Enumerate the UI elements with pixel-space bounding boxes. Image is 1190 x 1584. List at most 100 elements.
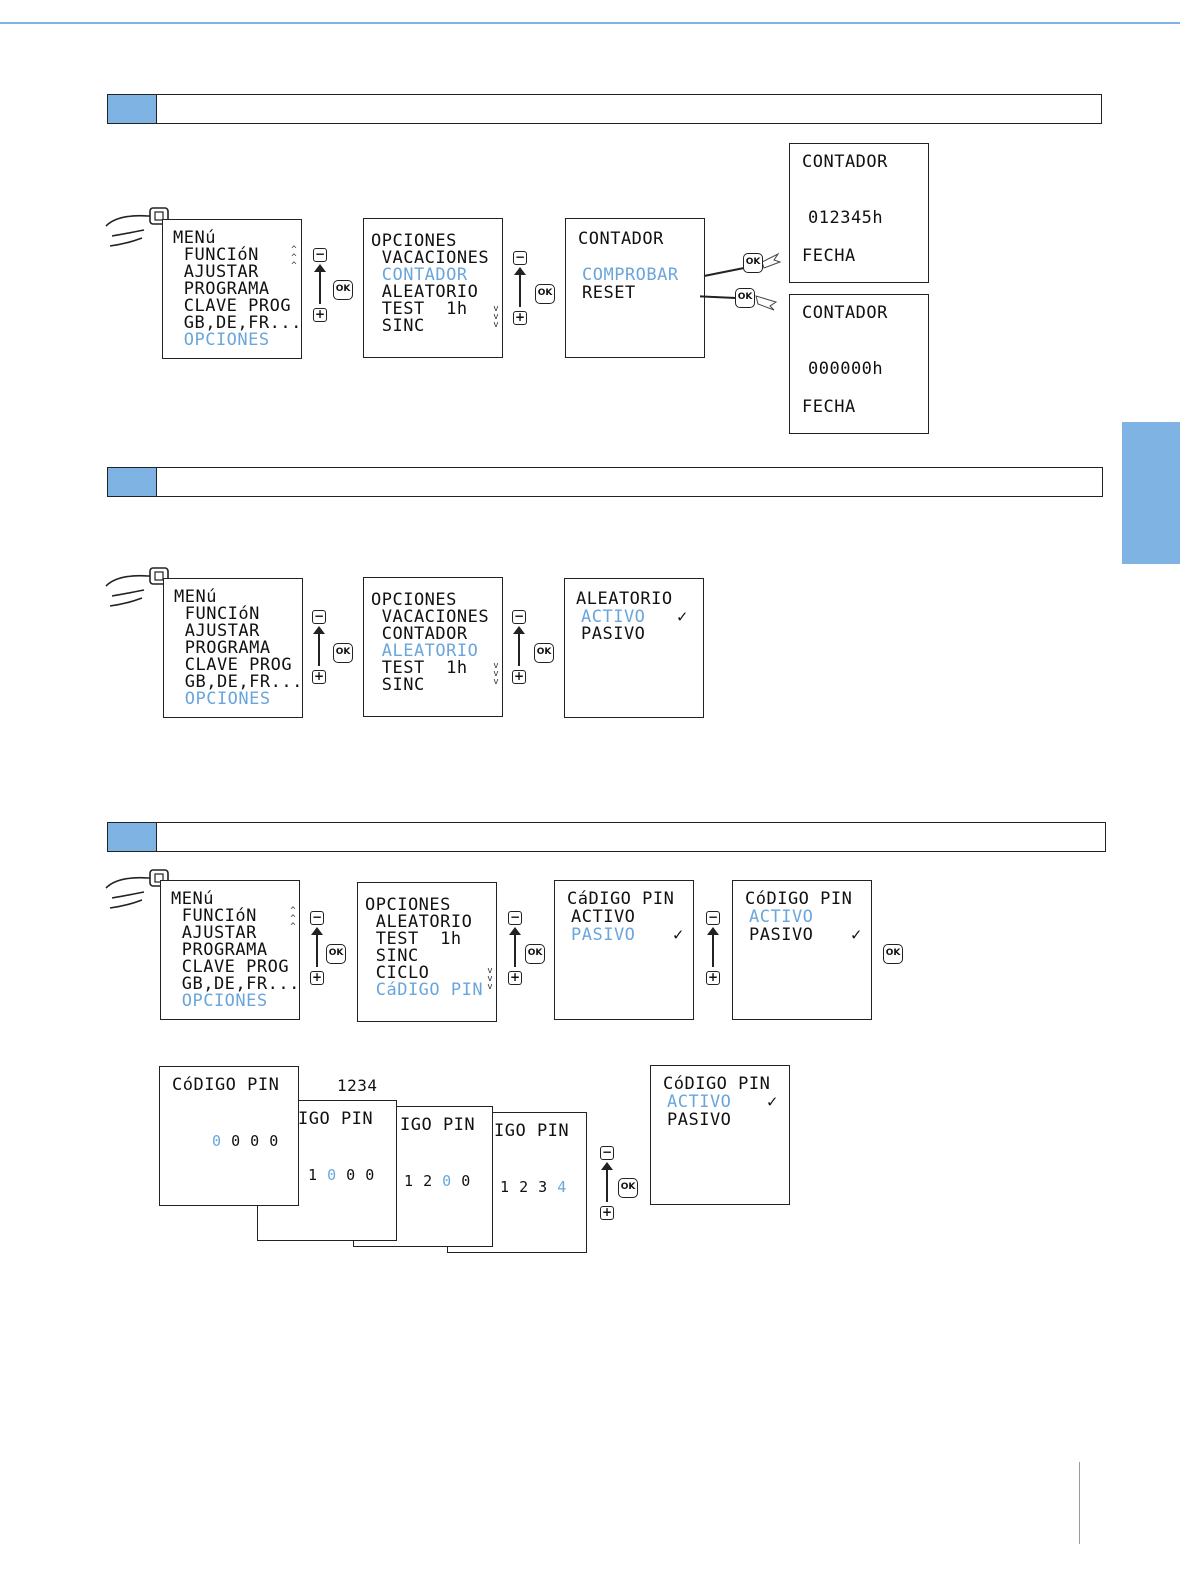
- up-arrow-icon: [313, 626, 325, 634]
- contador-check-option: COMPROBAR: [582, 265, 679, 285]
- contador-date-label: FECHA: [802, 246, 856, 266]
- menu-line: PROGRAMA: [173, 279, 270, 299]
- menu-line-selected: OPCIONES: [173, 330, 270, 350]
- opciones-line-selected: CONTADOR: [371, 265, 468, 285]
- checkmark-icon: ✓: [673, 925, 684, 945]
- pin-digit: 2: [423, 1172, 433, 1190]
- minus-plus-navigator: −+: [511, 251, 531, 327]
- section-header-contador: [107, 94, 1102, 124]
- menu-line: CLAVE PROG: [171, 957, 290, 977]
- plus-button-icon: +: [310, 970, 324, 985]
- minus-plus-navigator: −+: [510, 610, 530, 686]
- top-rule: [0, 22, 1180, 24]
- lcd-contador-reset: CONTADOR 000000h FECHA: [789, 294, 929, 434]
- minus-plus-navigator: −+: [308, 911, 328, 987]
- pin-title: CóDIGO PIN: [172, 1075, 280, 1095]
- up-arrow-icon: [513, 626, 525, 634]
- pin-code-caption: 1234: [337, 1076, 378, 1095]
- contador-title: CONTADOR: [802, 303, 888, 323]
- pin-title: IGO PIN: [298, 1109, 374, 1129]
- pin-digit: 3: [538, 1178, 548, 1196]
- pin-title: IGO PIN: [400, 1115, 476, 1135]
- lcd-opciones: OPCIONES VACACIONES CONTADOR ALEATORIO T…: [363, 218, 503, 358]
- lcd-aleatorio: ALEATORIO ACTIVO ✓ PASIVO: [564, 578, 704, 718]
- menu-line: CLAVE PROG: [173, 296, 292, 316]
- pin-passive-option: PASIVO: [749, 925, 814, 945]
- menu-line: MENú: [173, 228, 216, 248]
- lcd-pin-active: CóDIGO PIN ACTIVO ✓ PASIVO: [650, 1065, 790, 1205]
- minus-plus-navigator: −+: [598, 1146, 618, 1222]
- minus-button-icon: −: [706, 910, 720, 925]
- section-header-codigo-pin: [107, 822, 1106, 852]
- section-tab: [108, 468, 157, 496]
- minus-plus-navigator: −+: [310, 610, 330, 686]
- up-arrow-icon: [311, 927, 323, 935]
- pin-title: CóDIGO PIN: [663, 1074, 771, 1094]
- section-tab: [108, 823, 157, 851]
- pin-digit-active: 0: [442, 1172, 452, 1190]
- ok-button-icon: OK: [333, 643, 353, 663]
- menu-line: FUNCIóN: [174, 604, 260, 624]
- menu-line: PROGRAMA: [171, 940, 268, 960]
- pin-digit: 1: [404, 1172, 414, 1190]
- opciones-line-selected: CáDIGO PIN: [365, 980, 484, 1000]
- minus-button-icon: −: [600, 1145, 614, 1160]
- pin-digits: 1 2 3 4: [500, 1179, 567, 1196]
- menu-line: AJUSTAR: [171, 923, 257, 943]
- up-arrow-icon: [707, 927, 719, 935]
- contador-value: 012345h: [808, 208, 884, 228]
- pin-digit-active: 0: [212, 1132, 222, 1150]
- opciones-line: SINC: [365, 946, 419, 966]
- pin-passive-option: PASIVO: [571, 925, 636, 945]
- menu-line: FUNCIóN: [173, 245, 259, 265]
- lcd-pin-active-select: CóDIGO PIN ACTIVO PASIVO ✓: [732, 880, 872, 1020]
- lcd-contador-check: CONTADOR 012345h FECHA: [789, 143, 929, 283]
- ok-button-icon: OK: [534, 643, 554, 663]
- lcd-pin-passive: CáDIGO PIN ACTIVO PASIVO ✓: [554, 880, 694, 1020]
- ok-button-icon: OK: [535, 284, 555, 304]
- lcd-pin-step-1: CóDIGO PIN 0 0 0 0: [159, 1066, 299, 1206]
- lcd-contador: CONTADOR COMPROBAR RESET: [565, 218, 705, 358]
- opciones-line: VACACIONES: [371, 248, 490, 268]
- pin-digit-active: 4: [557, 1178, 567, 1196]
- checkmark-icon: ✓: [851, 925, 862, 945]
- plus-button-icon: +: [312, 669, 326, 684]
- opciones-line: TEST 1h: [365, 929, 462, 949]
- lcd-menu: MENú FUNCIóN AJUSTAR PROGRAMA CLAVE PROG…: [163, 578, 303, 718]
- opciones-line: CICLO: [365, 963, 430, 983]
- plus-button-icon: +: [512, 669, 526, 684]
- page-footer-rule: [1079, 1462, 1080, 1544]
- ok-button-icon: OK: [525, 944, 545, 964]
- pin-digits: 1 2 0 0: [404, 1173, 471, 1190]
- contador-title: CONTADOR: [802, 152, 888, 172]
- minus-button-icon: −: [508, 910, 522, 925]
- menu-line: CLAVE PROG: [174, 655, 293, 675]
- checkmark-icon: ✓: [677, 607, 688, 627]
- opciones-line: TEST 1h: [371, 299, 468, 319]
- plus-button-icon: +: [508, 970, 522, 985]
- menu-line-selected: OPCIONES: [171, 991, 268, 1011]
- pin-digit: 0: [231, 1132, 241, 1150]
- lcd-opciones: OPCIONES VACACIONES CONTADOR ALEATORIO T…: [363, 577, 503, 717]
- contador-reset-option: RESET: [582, 283, 636, 303]
- minus-button-icon: −: [310, 910, 324, 925]
- opciones-line-selected: ALEATORIO: [371, 641, 479, 661]
- contador-date-label: FECHA: [802, 397, 856, 417]
- opciones-line: OPCIONES: [371, 590, 457, 610]
- minus-button-icon: −: [513, 250, 527, 265]
- pin-digit: 1: [308, 1166, 318, 1184]
- pin-active-option: ACTIVO: [749, 907, 814, 927]
- pin-digits: 1 0 0 0: [308, 1167, 375, 1184]
- minus-plus-navigator: −+: [704, 911, 724, 987]
- pin-digit: 1: [500, 1178, 510, 1196]
- lcd-opciones: OPCIONES ALEATORIO TEST 1h SINC CICLO Cá…: [357, 882, 497, 1022]
- menu-line: PROGRAMA: [174, 638, 271, 658]
- aleatorio-active-option: ACTIVO: [581, 607, 646, 627]
- branch-arrows: [700, 252, 782, 311]
- minus-plus-navigator: −+: [506, 911, 526, 987]
- aleatorio-passive-option: PASIVO: [581, 624, 646, 644]
- opciones-line: CONTADOR: [371, 624, 468, 644]
- plus-button-icon: +: [600, 1205, 614, 1220]
- lcd-menu: MENú FUNCIóN AJUSTAR PROGRAMA CLAVE PROG…: [160, 880, 300, 1020]
